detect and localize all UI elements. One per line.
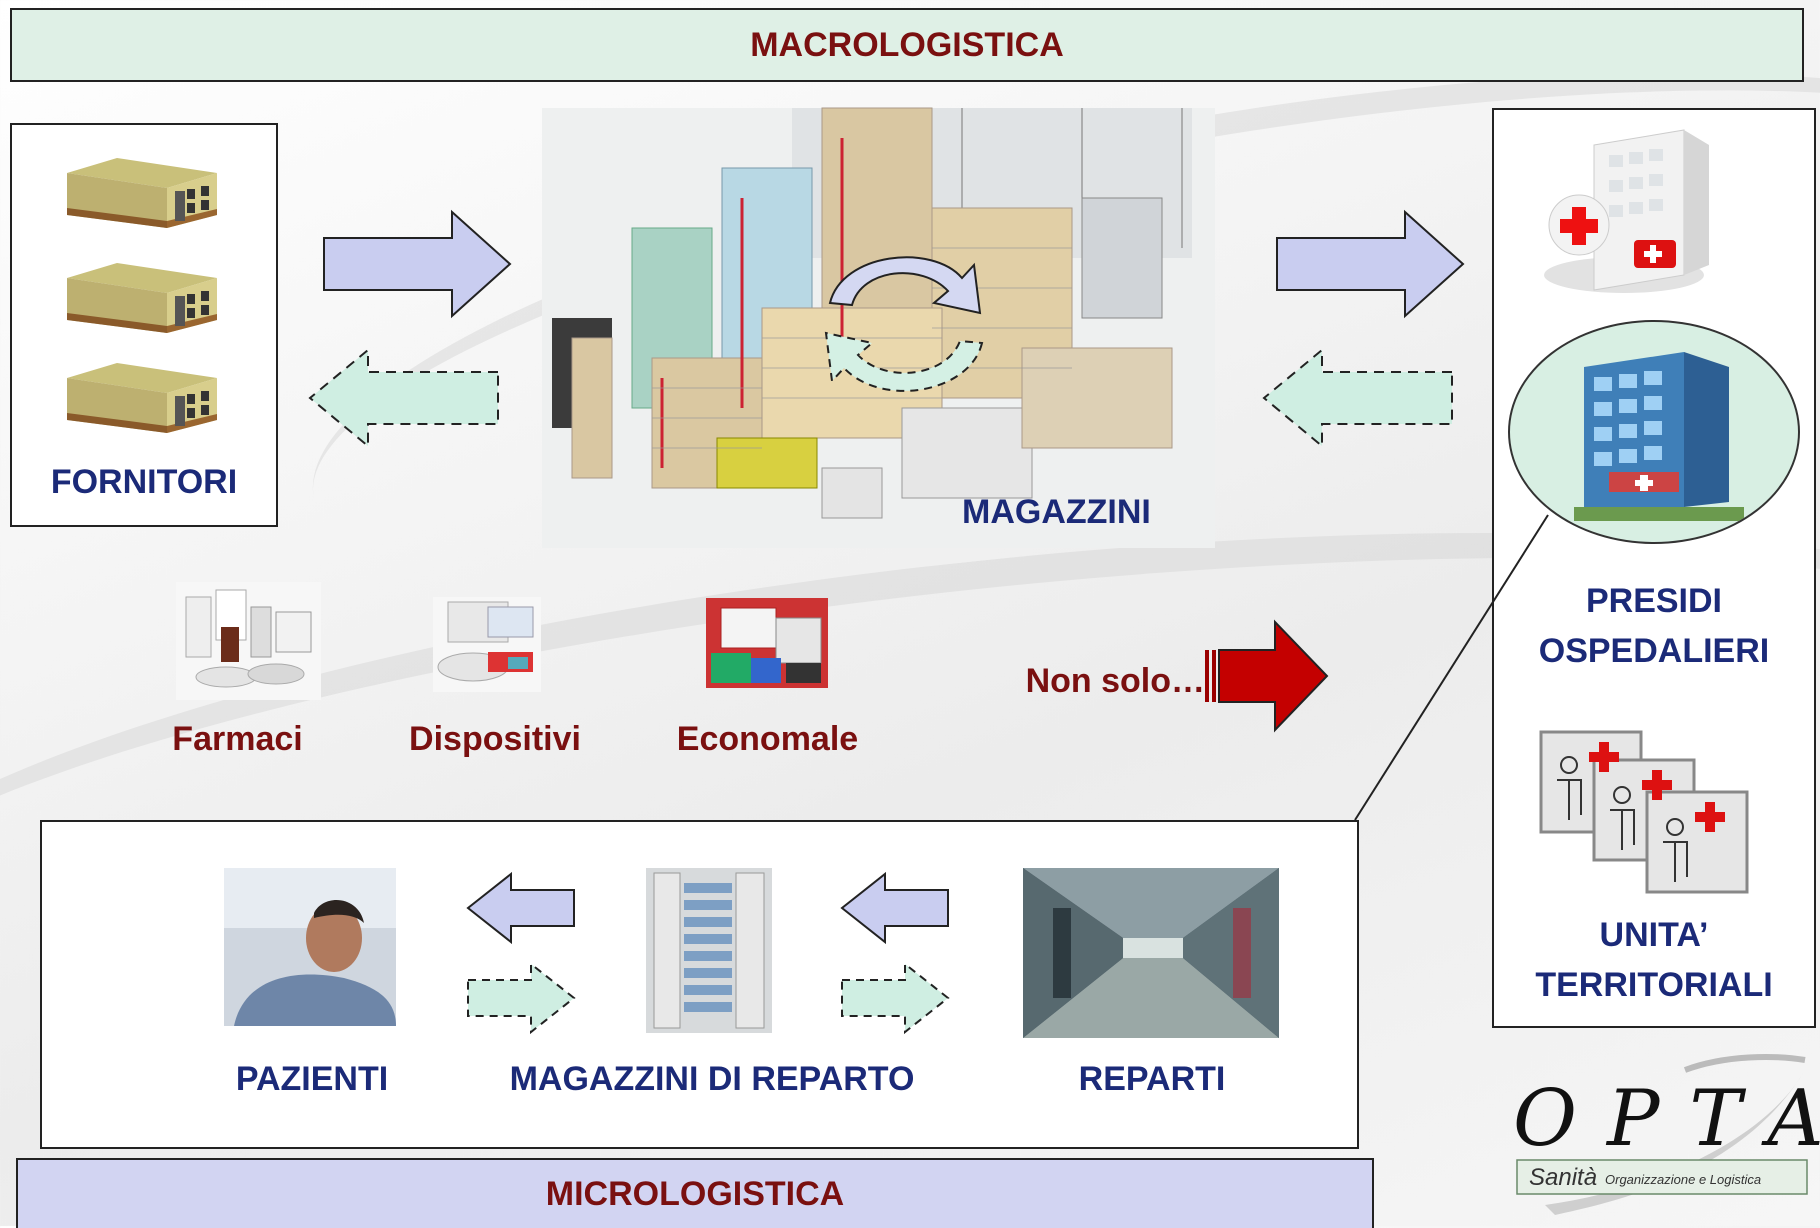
warehouse-racks-image (552, 107, 1192, 519)
reparti-label: REPARTI (1078, 1060, 1226, 1098)
rotation-arrow-icon (824, 256, 984, 392)
macrologistica-title: MACROLOGISTICA (750, 25, 1064, 64)
opta-tagline: Organizzazione e Logistica (1605, 1172, 1762, 1187)
arrow-left-solid-small (466, 871, 575, 945)
arrow-left-dashed (308, 347, 499, 449)
magazzini-illustration: MAGAZZINI (542, 107, 1215, 548)
territorial-units-icon (1539, 730, 1749, 894)
pazienti-photo (224, 868, 396, 1026)
fornitori-box: FORNITORI (10, 123, 278, 527)
opta-sanita: Sanità (1529, 1164, 1598, 1191)
presidi-label-line1: PRESIDI (1585, 582, 1723, 620)
arrow-right-solid (323, 209, 512, 319)
pazienti-label: PAZIENTI (235, 1060, 389, 1098)
arrow-left-solid-small (840, 871, 949, 945)
unita-label-line1: UNITA’ (1599, 916, 1709, 954)
magazzini-reparto-photo (646, 868, 772, 1033)
arrow-left-dashed (1262, 347, 1453, 449)
reparti-photo (1023, 868, 1279, 1038)
arrow-right-dashed-small (841, 961, 950, 1035)
hospital-icon (1544, 129, 1709, 293)
arrow-right-dashed-small (467, 961, 576, 1035)
farmaci-icon (176, 582, 321, 700)
unita-label-line2: TERRITORIALI (1535, 966, 1773, 1004)
dispositivi-icon (433, 597, 541, 692)
arrow-right-red (1205, 619, 1329, 733)
opta-logo: OPTA Sanità Organizzazione e Logistica (1505, 1050, 1820, 1226)
logo-swoosh (1516, 1054, 1808, 1215)
micrologistica-box: PAZIENTI MAGAZZINI DI REPARTO REPARTI (40, 820, 1359, 1149)
farmaci-label: Farmaci (172, 720, 303, 758)
arrow-right-solid (1276, 209, 1465, 319)
hospital-building-circle (1508, 320, 1800, 544)
economale-icon (706, 598, 828, 688)
macrologistica-banner: MACROLOGISTICA (10, 8, 1804, 82)
non-solo-label: Non solo… (1025, 662, 1205, 700)
fornitori-label: FORNITORI (50, 463, 238, 501)
economale-label: Economale (676, 720, 859, 758)
micrologistica-banner: MICROLOGISTICA (16, 1158, 1374, 1228)
dispositivi-label: Dispositivi (409, 720, 581, 758)
opta-brand: OPTA (1513, 1074, 1820, 1164)
magazzini-label: MAGAZZINI (962, 493, 1151, 531)
warehouse-building-icon (67, 158, 217, 228)
magazzini-reparto-label: MAGAZZINI DI REPARTO (509, 1060, 915, 1098)
strutture-sanitarie-box: PRESIDI OSPEDALIERI UNITA’ TERRITORIALI (1492, 108, 1816, 1028)
presidi-label-line2: OSPEDALIERI (1538, 632, 1770, 670)
warehouse-building-icon (67, 363, 217, 433)
hospital-building-icon (1574, 352, 1744, 521)
warehouse-building-icon (67, 263, 217, 333)
micrologistica-title: MICROLOGISTICA (545, 1174, 845, 1213)
